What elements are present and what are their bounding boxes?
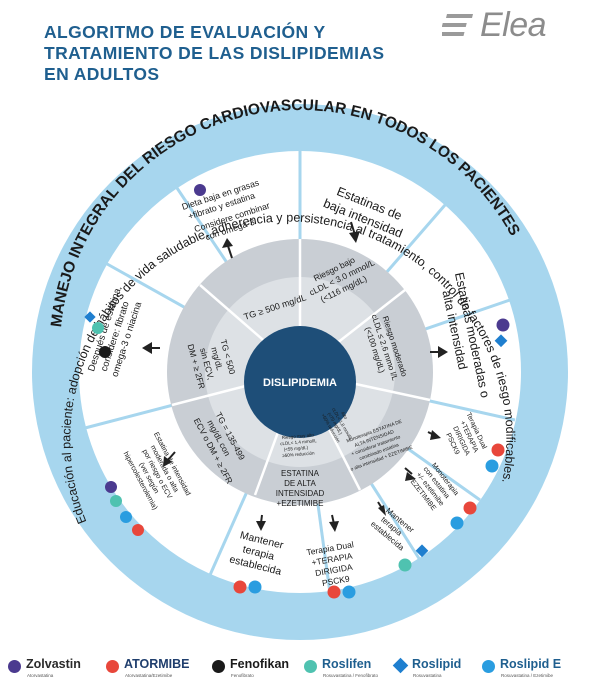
arrow-head-icon [329,521,339,532]
fenofikan-dot-icon [212,660,225,673]
roslipid-e-marker [248,580,262,594]
legend-sub: Atorvastatina [27,673,54,678]
arrow-head-icon [438,346,448,358]
zolvastin-marker [496,318,510,332]
arrow-head-icon [378,505,386,516]
atormibe-marker [327,585,341,599]
center-circle [244,326,356,438]
svg-text:PSCK9: PSCK9 [321,573,350,588]
svg-text:Alto: Alto [340,411,348,421]
roslipid-marker [494,334,508,348]
legend-sub: Atorvastatina/Ezetimibe [125,673,173,678]
atormibe-marker [463,501,477,515]
atormibe-marker [233,580,247,594]
arrow-head-icon [142,342,152,354]
svg-text:ESTATINA: ESTATINA [281,469,320,478]
logo-text: Elea [480,6,547,44]
riesgo-muy-alto-label: Riesgo muy alto cLDL< 1,4 mmol/L (<55 mg… [280,432,317,458]
legend-sub: Rosuvastatina [413,673,442,678]
roslipid-e-marker [450,516,464,530]
roslipid-e-marker [342,585,356,599]
title-line-2: TRATAMIENTO DE LAS DISLIPIDEMIAS [44,43,385,63]
roslifen-marker [398,558,412,572]
svg-text:cLDL< 1,4 mmol/L: cLDL< 1,4 mmol/L [280,438,317,446]
legend-sub: Rosuvastatina / Fenofibrato [323,673,379,678]
legend-name: Zolvastin [26,657,81,671]
arrow-head-icon [163,456,172,467]
product-legend: Zolvastin Atorvastatina ATORMIBE Atorvas… [8,656,588,686]
elea-logo: Elea [442,6,562,46]
flow-arrows [142,221,448,532]
atormibe-marker [491,443,505,457]
zolvastin-marker [194,184,206,196]
algorithm-wheel: DISLIPIDEMIA MANEJO INTEGRAL DEL RIESGO … [32,97,568,640]
elea-logo-mark-icon [442,14,474,36]
atormibe-dot-icon [106,660,119,673]
roslipid-marker [415,544,429,558]
roslifen-marker [92,322,104,334]
roslipid-e-marker [485,459,499,473]
terapia-dual-1-box-text: Terapia Dual +TERAPIA DIRIGIDA PSCK9 [444,412,487,457]
roslipid-e-marker [120,511,132,523]
legend-name: Roslipid [412,657,462,671]
atormibe-marker [132,524,144,536]
svg-text:+EZETIMIBE: +EZETIMIBE [277,499,324,508]
roslifen-marker [110,495,122,507]
estatina-ezetimibe-label: ESTATINA DE ALTA INTENSIDAD +EZETIMIBE [276,469,325,508]
page-title: ALGORITMO DE EVALUACIÓN Y TRATAMIENTO DE… [44,22,424,85]
svg-text:INTENSIDAD: INTENSIDAD [276,489,325,498]
svg-text:≥50% reducción: ≥50% reducción [282,450,315,458]
legend-name: ATORMIBE [124,657,190,671]
arrow-head-icon [405,472,416,481]
zolvastin-marker [105,481,117,493]
svg-text:(<55 mg/dL): (<55 mg/dL) [284,445,309,452]
title-line-1: ALGORITMO DE EVALUACIÓN Y [44,22,326,42]
svg-text:DE ALTA: DE ALTA [284,479,316,488]
roslipid-diamond-icon [392,657,409,674]
legend-name: Roslifen [322,657,372,671]
zolvastin-dot-icon [8,660,21,673]
center-label: DISLIPIDEMIA [263,377,337,389]
arrow-head-icon [430,430,441,440]
fenofikan-marker [99,346,111,358]
legend-name: Roslipid E [500,657,562,671]
roslipid-e-dot-icon [482,660,495,673]
svg-text:Riesgo muy alto: Riesgo muy alto [282,432,315,440]
arrow-head-icon [256,521,266,531]
legend-sub: Fenofibrato [231,673,254,678]
legend-sub: Rosuvastatina / Ezetimibe [501,673,554,678]
roslifen-dot-icon [304,660,317,673]
title-line-3: EN ADULTOS [44,64,160,84]
arrow-head-icon [222,238,233,248]
arrow-head-icon [349,231,360,243]
legend-name: Fenofikan [230,657,290,671]
